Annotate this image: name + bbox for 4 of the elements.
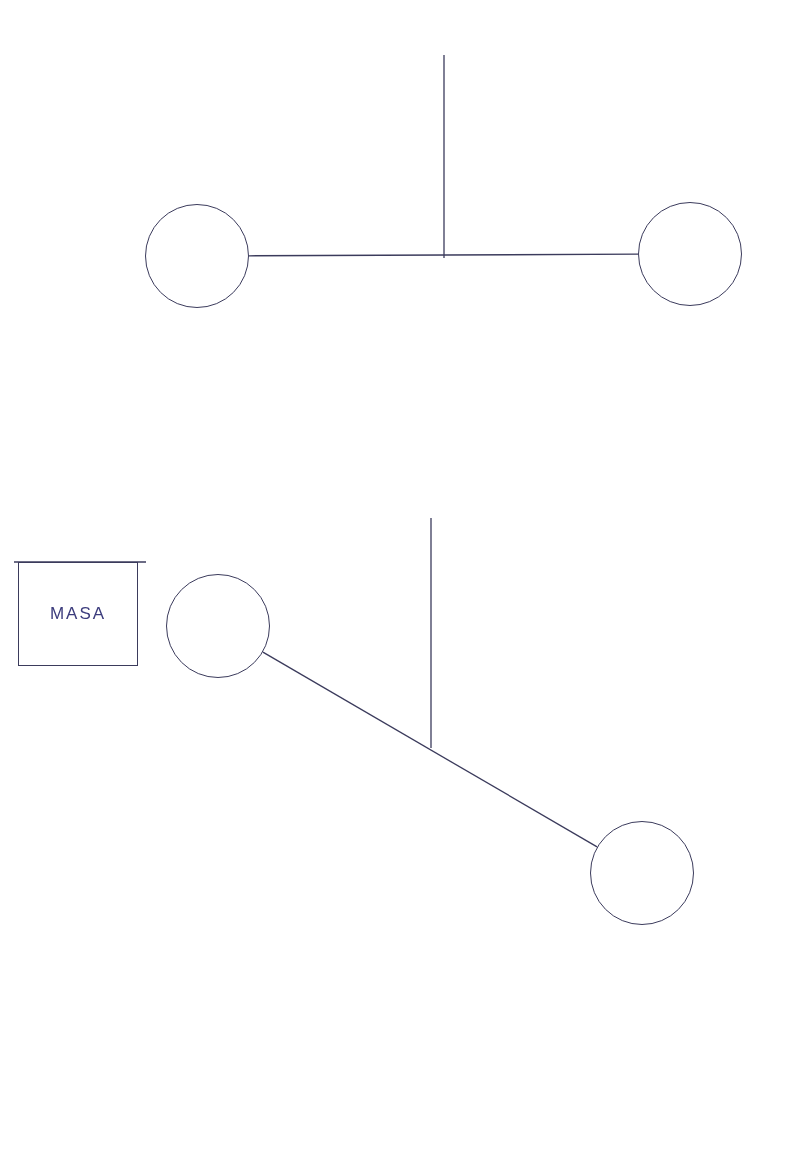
connecting-bar	[248, 253, 639, 257]
box-label: MASA	[49, 603, 107, 626]
mass-box	[18, 562, 138, 666]
connecting-bar	[262, 651, 598, 848]
